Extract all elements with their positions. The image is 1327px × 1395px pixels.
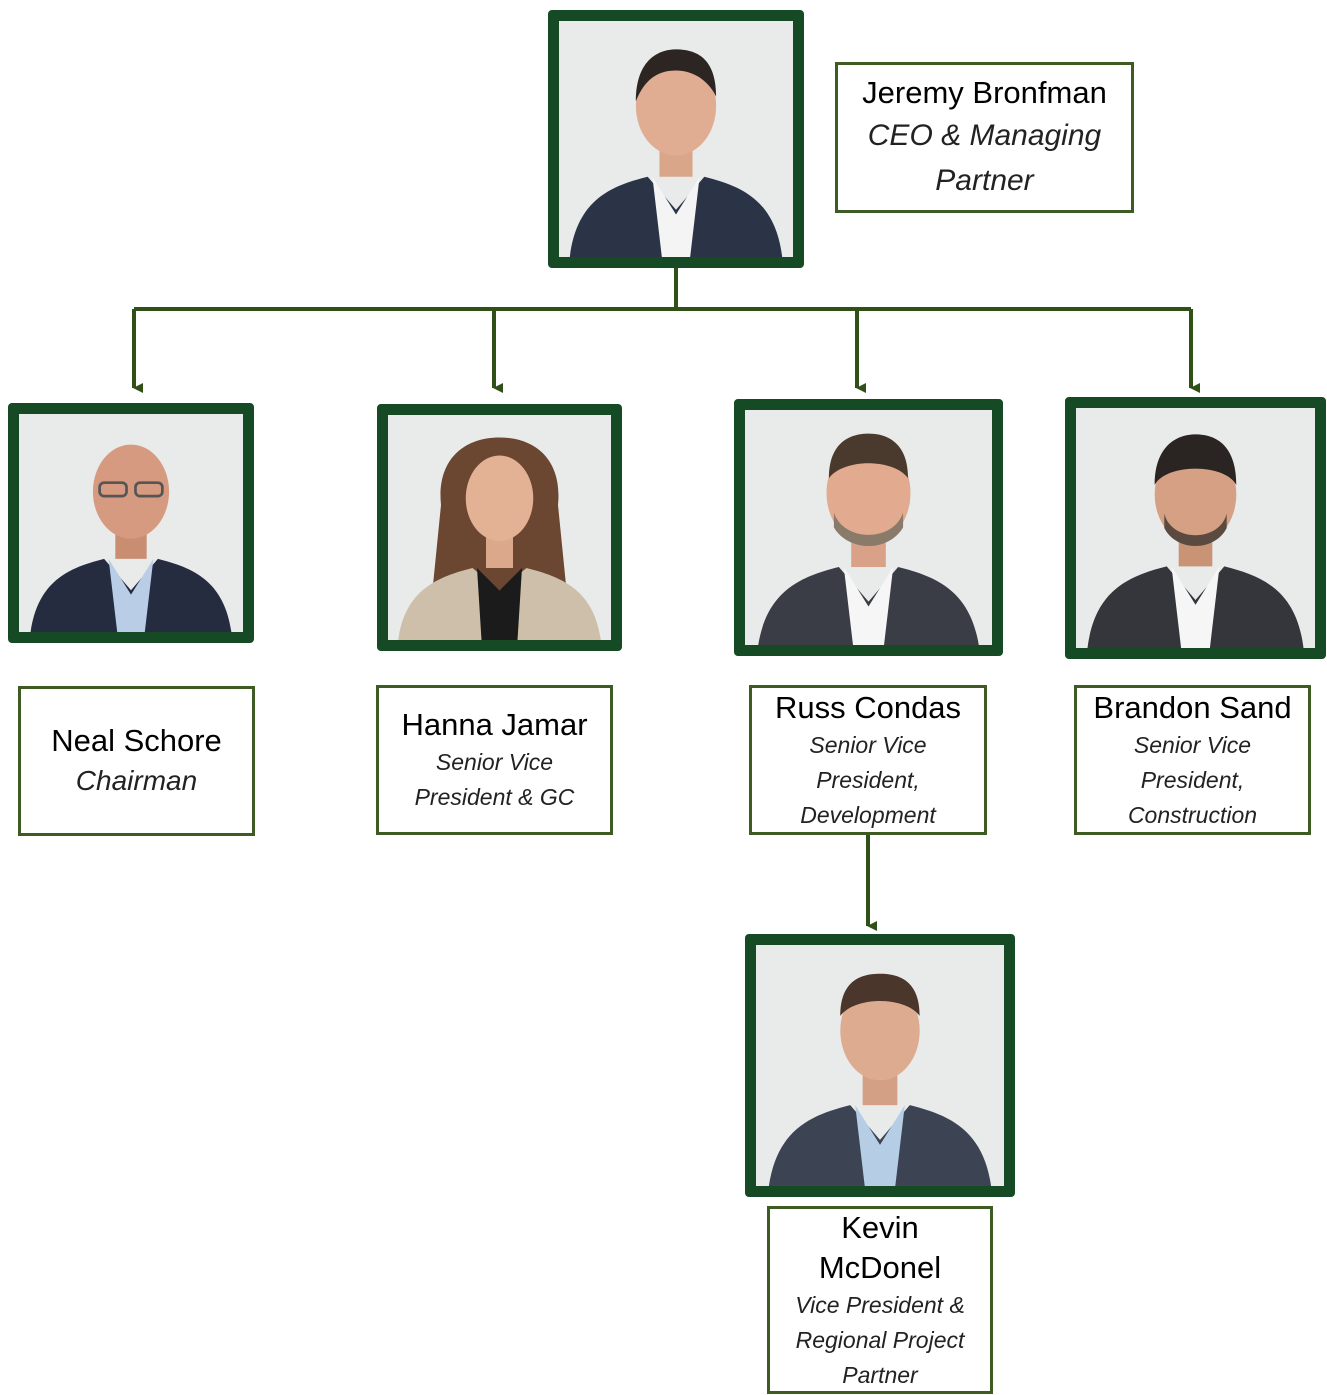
svp-construction-photo — [1065, 397, 1326, 659]
person-portrait-icon — [1076, 408, 1315, 648]
ceo-name-box: Jeremy Bronfman CEO & Managing Partner — [835, 62, 1134, 213]
svp-gc-name-box: Hanna Jamar Senior Vice President & GC — [376, 685, 613, 835]
chairman-role: Chairman — [75, 765, 198, 796]
svp-development-photo — [734, 399, 1003, 656]
vp-regional-role: Vice President & Regional Project Partne… — [795, 1291, 965, 1388]
svp-gc-name: Hanna Jamar — [401, 707, 588, 742]
person-portrait-icon — [559, 21, 793, 257]
svp-development-role: Senior Vice President, Development — [800, 731, 936, 828]
ceo-photo — [548, 10, 804, 268]
svp-gc-photo — [377, 404, 622, 651]
svp-construction-name: Brandon Sand — [1093, 689, 1292, 725]
vp-regional-name: Kevin McDonel — [818, 1209, 942, 1285]
svp-development-name-box: Russ Condas Senior Vice President, Devel… — [749, 685, 987, 835]
chairman-name-box: Neal Schore Chairman — [18, 686, 255, 836]
person-portrait-icon — [388, 415, 611, 640]
svp-development-name: Russ Condas — [774, 689, 962, 725]
person-portrait-icon — [756, 945, 1004, 1186]
chairman-photo — [8, 403, 254, 643]
svp-gc-role: Senior Vice President & GC — [414, 749, 575, 810]
ceo-role: CEO & Managing Partner — [867, 118, 1102, 197]
person-portrait-icon — [19, 414, 243, 632]
svp-construction-name-box: Brandon Sand Senior Vice President, Cons… — [1074, 685, 1311, 835]
ceo-name: Jeremy Bronfman — [862, 74, 1107, 110]
vp-regional-photo — [745, 934, 1015, 1197]
vp-regional-name-box: Kevin McDonel Vice President & Regional … — [767, 1206, 993, 1394]
chairman-name: Neal Schore — [51, 723, 222, 758]
svp-construction-role: Senior Vice President, Construction — [1127, 731, 1258, 828]
person-portrait-icon — [745, 410, 992, 645]
